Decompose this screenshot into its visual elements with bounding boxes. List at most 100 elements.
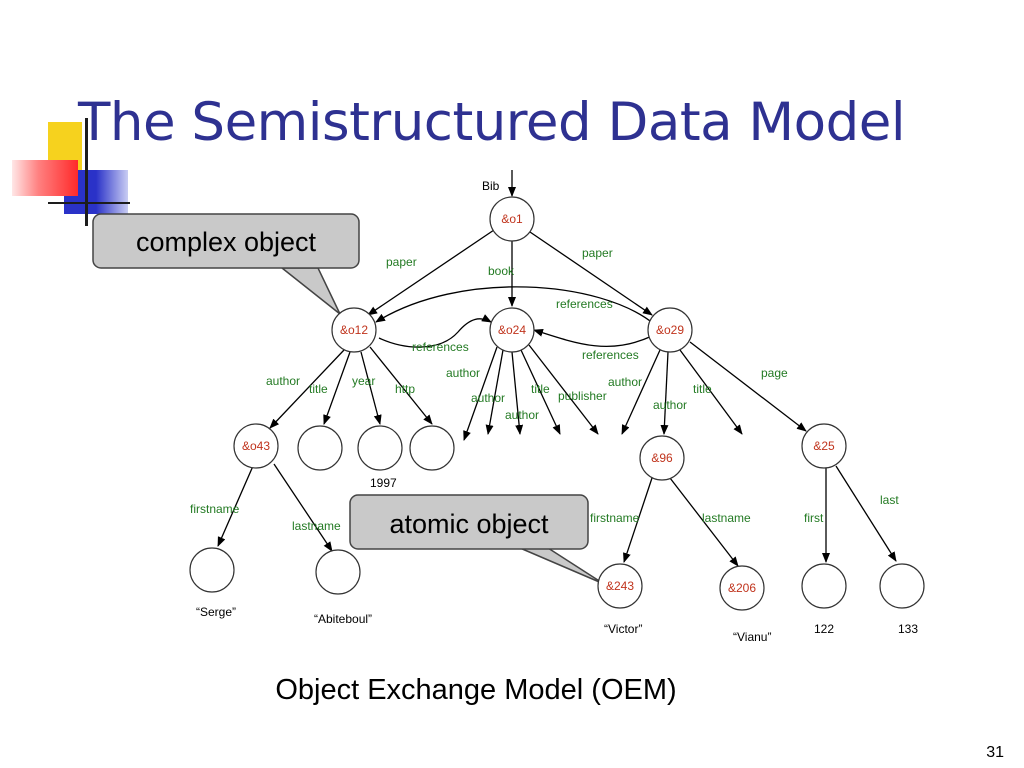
edge-n96-lastname (669, 477, 739, 567)
edge-o43-firstname (217, 465, 254, 547)
root-label: Bib (482, 179, 500, 193)
node-label-o12: &o12 (340, 323, 368, 337)
node-o43 (233, 423, 279, 469)
node-label-o24: &o24 (498, 323, 526, 337)
edge-o29-o12-reference (375, 286, 655, 325)
node-label-96: &96 (651, 451, 673, 465)
decorative-red-square (12, 160, 78, 196)
edge-o29-title (679, 349, 743, 435)
decorative-horizontal-line (48, 202, 130, 204)
edge-o29-author1 (621, 349, 661, 435)
decorative-vertical-line (85, 118, 88, 226)
edge-label-o12-author: author (266, 374, 300, 388)
oem-caption-text: Object Exchange Model (OEM) (275, 674, 677, 706)
edge-label-o24-author-2: author (471, 391, 505, 405)
edge-o24-publisher (528, 344, 599, 435)
edge-label-o12-title: title (309, 382, 328, 396)
node-label-243: &243 (606, 579, 634, 593)
edge-o1-o29 (529, 231, 653, 316)
node-last-page (879, 563, 925, 609)
value-vianu: “Vianu” (733, 630, 771, 644)
edge-o29-n96 (660, 351, 669, 435)
edge-label-paper-right: paper (582, 246, 613, 260)
node-label-206: &206 (728, 581, 756, 595)
node-first-page (801, 563, 847, 609)
atomic-callout-box (349, 494, 589, 550)
complex-callout-text: complex object (136, 227, 317, 257)
edge-o24-author1 (463, 346, 498, 441)
node-206 (719, 565, 765, 611)
node-label-o1: &o1 (501, 212, 523, 226)
edge-o12-http (369, 346, 433, 425)
edge-o12-year (360, 351, 382, 425)
atomic-object-callout: atomic object (349, 494, 589, 550)
value-first-page: 122 (814, 622, 834, 636)
node-label-25: &25 (813, 439, 835, 453)
edge-label-96-firstname: firstname (590, 511, 640, 525)
value-serge: “Serge” (196, 605, 236, 619)
graph-edges (217, 170, 897, 567)
node-id-labels: Bib &o1 &o12 &o24 &o29 &o43 &96 &25 &243… (242, 179, 835, 595)
slide-title: The Semistructured Data Model (78, 92, 906, 153)
value-victor: “Victor” (604, 622, 642, 636)
edge-label-o12-year: year (352, 374, 375, 388)
node-o12-year (357, 425, 403, 471)
edge-o24-title (520, 349, 561, 435)
node-label-o29: &o29 (656, 323, 684, 337)
value-last-page: 133 (898, 622, 918, 636)
edge-n96-firstname (623, 477, 653, 563)
edge-label-references-top: references (556, 297, 613, 311)
node-96 (639, 435, 685, 481)
node-o29 (647, 307, 693, 353)
node-label-o43: &o43 (242, 439, 270, 453)
edge-o24-author2 (485, 349, 504, 435)
node-o12 (331, 307, 377, 353)
node-abiteboul (315, 549, 361, 595)
edge-o43-lastname (273, 463, 333, 552)
atomic-callout-pointer (519, 547, 605, 585)
edge-label-o24-title: title (531, 382, 550, 396)
edge-o29-n25 (689, 341, 807, 432)
edge-label-o29-page: page (761, 366, 788, 380)
edge-label-25-first: first (804, 511, 824, 525)
value-abiteboul: “Abiteboul” (314, 612, 372, 626)
edge-label-o24-author-3: author (505, 408, 539, 422)
edge-label-o43-firstname: firstname (190, 502, 240, 516)
edge-label-25-last: last (880, 493, 899, 507)
edge-o12-title (323, 351, 351, 425)
edge-label-references-o12: references (412, 340, 469, 354)
edge-o24-author3 (511, 351, 524, 435)
oem-caption: Object Exchange Model (OEM) (0, 674, 952, 707)
graph-nodes (189, 196, 925, 611)
edge-label-o29-author-2: author (653, 398, 687, 412)
edge-label-o24-author-1: author (446, 366, 480, 380)
node-243 (597, 563, 643, 609)
node-25 (801, 423, 847, 469)
complex-callout-box (92, 213, 360, 269)
edge-o12-o24-reference (378, 314, 492, 348)
edge-n25-last (835, 465, 897, 562)
complex-object-callout: complex object (92, 213, 360, 269)
edge-label-96-lastname: lastname (702, 511, 751, 525)
value-year: 1997 (370, 476, 397, 490)
node-serge (189, 547, 235, 593)
node-o12-http (409, 425, 455, 471)
node-o12-title (297, 425, 343, 471)
edge-label-references-o29: references (582, 348, 639, 362)
page-number: 31 (986, 744, 1004, 761)
edge-o1-o12 (367, 229, 495, 316)
edge-label-o24-publisher: publisher (558, 389, 607, 403)
edge-o29-o24-reference (533, 328, 653, 348)
edge-label-book: book (488, 264, 515, 278)
edge-label-o12-http: http (395, 382, 415, 396)
edge-o12-o43 (269, 349, 345, 429)
edge-label-o43-lastname: lastname (292, 519, 341, 533)
complex-callout-pointer (279, 267, 341, 315)
node-o1 (489, 196, 535, 242)
edge-label-o29-author-1: author (608, 375, 642, 389)
edge-label-paper-left: paper (386, 255, 417, 269)
edge-labels: paper book paper references references r… (190, 246, 899, 533)
node-o24 (489, 307, 535, 353)
atomic-values: 1997 “Serge” “Abiteboul” “Victor” “Vianu… (196, 476, 918, 644)
